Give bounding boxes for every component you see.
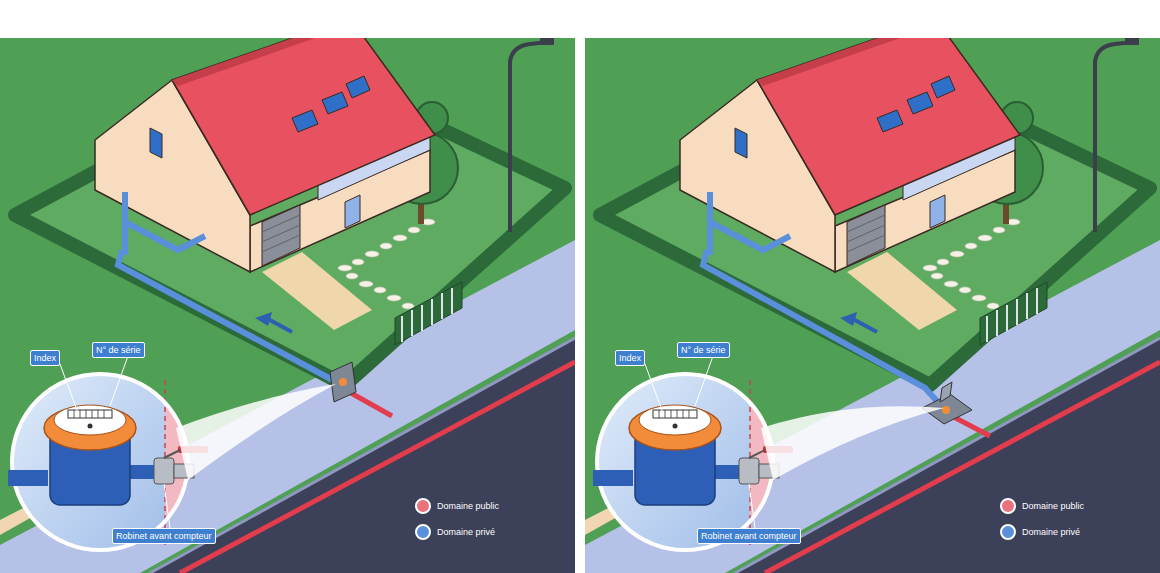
legend-swatch bbox=[415, 524, 431, 540]
panel-one bbox=[0, 18, 575, 573]
panel-two bbox=[585, 18, 1160, 573]
label-text: N° de série bbox=[96, 345, 141, 355]
label-text: Robinet avant compteur bbox=[701, 531, 797, 541]
callout-label: Robinet avant compteur bbox=[697, 528, 801, 544]
label-text: Index bbox=[34, 353, 56, 363]
label-text: Index bbox=[619, 353, 641, 363]
callout-label: Index bbox=[30, 350, 60, 366]
legend-swatch bbox=[415, 498, 431, 514]
legend-text: Domaine public bbox=[437, 500, 499, 512]
callout-label: Index bbox=[615, 350, 645, 366]
label-text: N° de série bbox=[681, 345, 726, 355]
legend-swatch bbox=[1000, 524, 1016, 540]
legend-text: Domaine privé bbox=[437, 526, 495, 538]
legend-swatch bbox=[1000, 498, 1016, 514]
callout-label: N° de série bbox=[92, 342, 145, 358]
label-text: Robinet avant compteur bbox=[116, 531, 212, 541]
legend-text: Domaine public bbox=[1022, 500, 1084, 512]
callout-label: N° de série bbox=[677, 342, 730, 358]
callout-label: Robinet avant compteur bbox=[112, 528, 216, 544]
legend-text: Domaine privé bbox=[1022, 526, 1080, 538]
